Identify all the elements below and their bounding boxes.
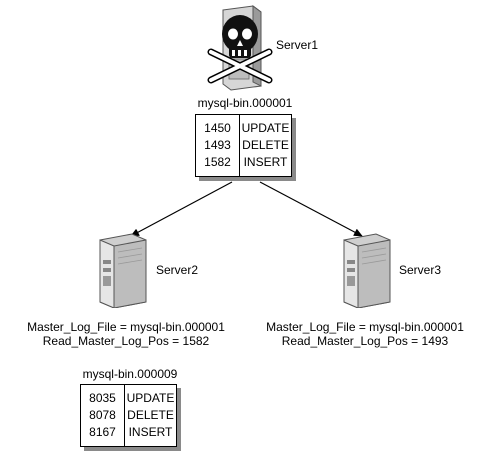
binlog-position: 8078 <box>89 408 116 422</box>
server2-read-master-log-pos: Read_Master_Log_Pos = 1582 <box>42 334 210 348</box>
server1-binlog-name: mysql-bin.000001 <box>197 96 293 110</box>
binlog-position: 8035 <box>89 391 116 405</box>
binlog-position: 8167 <box>89 425 116 439</box>
server3-name: Server3 <box>399 263 442 277</box>
binlog-position: 1493 <box>204 138 231 152</box>
binlog-event: DELETE <box>127 408 174 422</box>
server3-master-log-file: Master_Log_File = mysql-bin.000001 <box>266 320 464 334</box>
binlog-event: UPDATE <box>126 391 175 405</box>
skull-crossbones-server-icon <box>207 5 273 91</box>
server3-read-master-log-pos: Read_Master_Log_Pos = 1493 <box>281 334 449 348</box>
server1-binlog-table: 1450 1493 1582 UPDATE DELETE INSERT <box>195 114 292 177</box>
binlog-event: DELETE <box>242 138 289 152</box>
binlog-event: INSERT <box>128 425 173 439</box>
server2-binlog-table: 8035 8078 8167 UPDATE DELETE INSERT <box>80 384 177 447</box>
binlog-position: 1450 <box>204 121 231 135</box>
server2-binlog-name: mysql-bin.000009 <box>82 367 178 381</box>
arrow-to-server2 <box>130 181 233 237</box>
server-tower-icon <box>343 233 391 308</box>
server-tower-icon <box>99 233 147 308</box>
server1-name: Server1 <box>276 38 319 52</box>
binlog-event: INSERT <box>243 155 288 169</box>
server2-master-log-file: Master_Log_File = mysql-bin.000001 <box>27 320 225 334</box>
arrow-to-server3 <box>259 181 363 237</box>
binlog-event: UPDATE <box>241 121 290 135</box>
binlog-position: 1582 <box>204 155 231 169</box>
server2-name: Server2 <box>156 263 199 277</box>
